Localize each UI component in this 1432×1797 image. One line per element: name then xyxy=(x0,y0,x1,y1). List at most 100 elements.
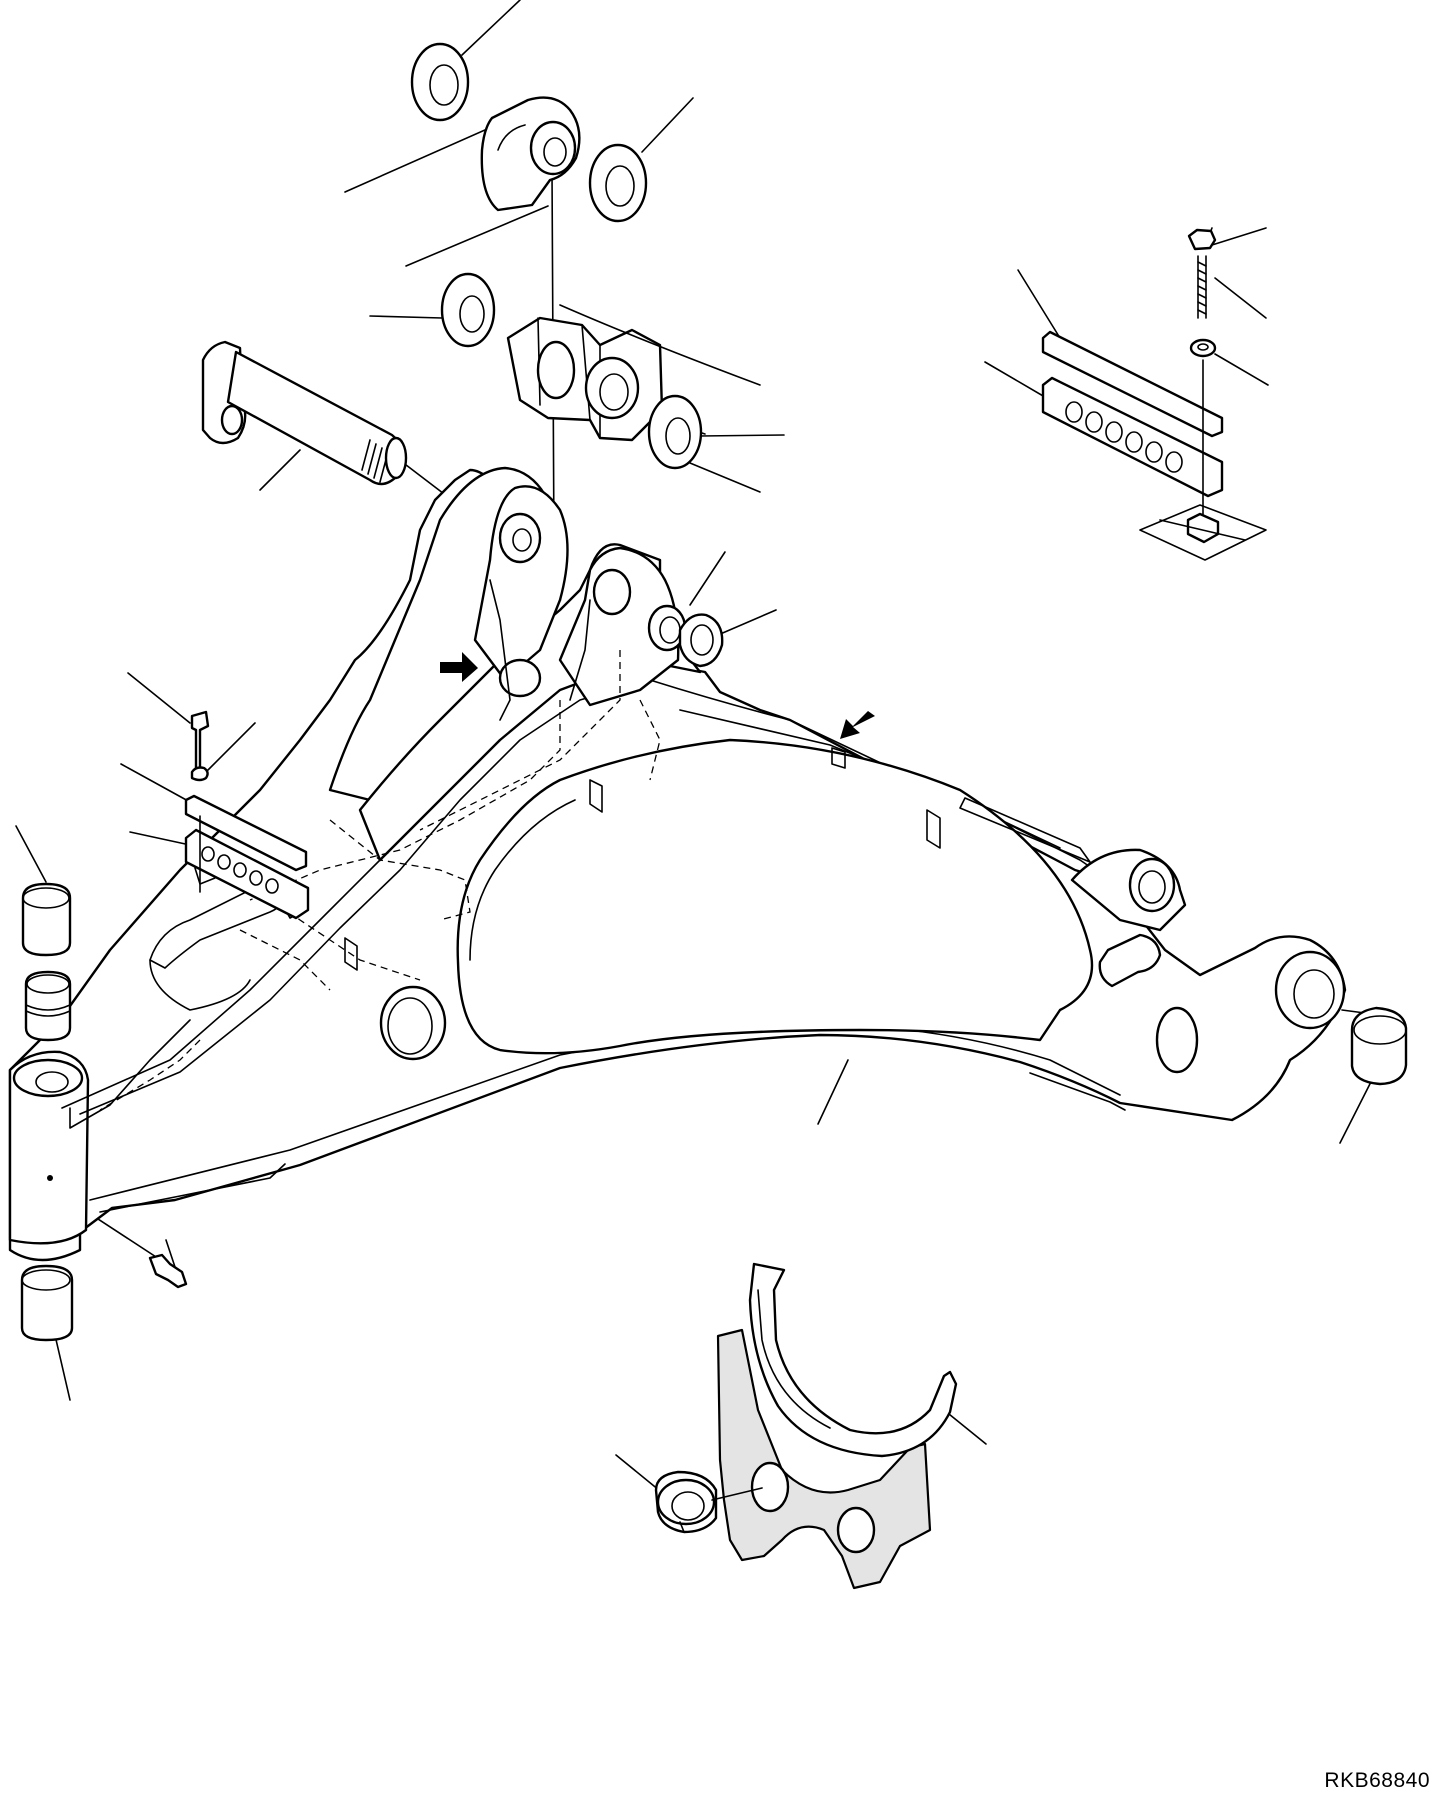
thrust-washer xyxy=(588,143,648,223)
boom-lower-strip-2 xyxy=(99,1163,286,1213)
boom-web-hole xyxy=(1155,1006,1199,1074)
pin-thread xyxy=(361,439,389,483)
leader-line xyxy=(689,462,761,493)
pivot-bore-inner xyxy=(35,1071,69,1093)
right-end-bushing xyxy=(1350,1006,1408,1086)
bushing-right-face xyxy=(1353,1015,1407,1045)
leader-line xyxy=(1211,227,1267,246)
grease-fitting xyxy=(148,1253,188,1289)
leader-line xyxy=(717,609,777,636)
boom-end-bore-lower xyxy=(1274,950,1346,1030)
slide-block-hole xyxy=(1145,441,1163,463)
tower-bushings xyxy=(647,604,724,668)
rod-end-eye-inner xyxy=(543,137,567,167)
tower-inner-plate-2 xyxy=(569,599,591,701)
swing-bracket-frame xyxy=(8,466,1347,1262)
bushing-middle-band xyxy=(25,1004,71,1017)
leader-line xyxy=(701,432,706,435)
alignment-axis xyxy=(711,1487,763,1501)
guard-strap xyxy=(748,1262,958,1458)
tower-inner-plate xyxy=(489,579,511,721)
tower-lug-left xyxy=(473,485,569,682)
leader-line xyxy=(207,722,256,771)
thrust-washer-hole xyxy=(605,165,635,207)
hidden-line xyxy=(99,1039,201,1111)
bracket-plate xyxy=(716,1328,932,1590)
bushing-middle xyxy=(24,970,72,1042)
flanged-bushing-face xyxy=(656,1478,716,1526)
drawing-code: RKB68840 xyxy=(1324,1769,1430,1792)
washer xyxy=(190,766,209,782)
grease-hole xyxy=(47,1175,53,1181)
thrust-washer xyxy=(440,272,496,348)
bracket-hole-left xyxy=(750,1461,790,1513)
bushing-right xyxy=(1350,1006,1408,1086)
tab xyxy=(344,937,358,971)
boom-upper-edge-4 xyxy=(649,679,1061,849)
thrust-washer xyxy=(647,394,703,470)
bushing-middle-top xyxy=(26,974,70,994)
pivot-bushings-left xyxy=(20,882,188,1342)
indicator-arrows xyxy=(440,652,875,739)
boss-left-inner xyxy=(387,997,433,1055)
shim-plate-set-left xyxy=(184,710,310,920)
bushing-lower xyxy=(20,1264,74,1342)
slide-block-hole xyxy=(201,846,215,862)
leader-line xyxy=(699,434,785,437)
thrust-washer-hole xyxy=(429,64,459,106)
shim-plate xyxy=(1041,330,1224,438)
hidden-line xyxy=(329,819,471,921)
bushing-upper-top xyxy=(22,887,70,909)
boom-end-bore-upper xyxy=(1128,857,1176,913)
leader-line xyxy=(369,315,443,319)
boom-lower-strip-3 xyxy=(1029,1072,1126,1111)
dust-seal xyxy=(678,613,724,668)
leader-line xyxy=(461,0,521,56)
tab xyxy=(926,809,941,849)
bracket-detail xyxy=(654,1262,958,1590)
end-pin xyxy=(1098,933,1162,988)
slide-block-hole xyxy=(1165,451,1183,473)
tower-middle-hole xyxy=(498,658,542,698)
arrow-indicator xyxy=(440,652,478,682)
flanged-bushing-slit xyxy=(679,1521,685,1533)
pin-shaft xyxy=(226,350,404,486)
shim-plate-set-right xyxy=(1041,228,1267,561)
rod-end-neck xyxy=(497,124,526,151)
leader-line xyxy=(1214,277,1267,319)
bushing-upper xyxy=(21,882,72,957)
leader-line xyxy=(817,1059,849,1125)
thrust-washer xyxy=(410,42,470,122)
flanged-pin xyxy=(201,340,408,486)
tower-lug-right-bore xyxy=(592,568,632,616)
pivot-housing-left xyxy=(8,1050,90,1245)
bracket-hole-right xyxy=(836,1506,876,1554)
slide-block-hole xyxy=(1125,431,1143,453)
slide-block-hole xyxy=(217,854,231,870)
plate-strip-top xyxy=(959,797,1091,863)
slide-block xyxy=(1041,376,1224,498)
thrust-washer-hole xyxy=(459,295,485,333)
boom-cutout xyxy=(456,738,1094,1055)
left-channel xyxy=(69,1019,191,1129)
tower-lug-left-bore-inner xyxy=(512,528,532,552)
leader-line xyxy=(984,361,1051,401)
thrust-washer-hole xyxy=(665,417,691,455)
pin-flange-hole xyxy=(220,404,244,436)
alignment-axis xyxy=(1159,359,1246,541)
stud-thread xyxy=(1197,261,1207,315)
bolt xyxy=(190,710,210,774)
hidden-line xyxy=(249,700,561,901)
washer-hole xyxy=(1197,343,1209,351)
cylinder-bottom-block xyxy=(506,316,664,442)
leader-line xyxy=(641,97,694,153)
leader-line xyxy=(405,205,549,267)
shim-plate xyxy=(184,794,308,872)
mounting-base-outline xyxy=(1139,504,1267,561)
tab xyxy=(831,747,846,769)
leader-line xyxy=(1017,269,1061,339)
slide-block-hole xyxy=(249,870,263,886)
boom-slot-edge xyxy=(149,959,251,1011)
leader-line xyxy=(344,117,513,193)
pin-end xyxy=(384,436,408,480)
